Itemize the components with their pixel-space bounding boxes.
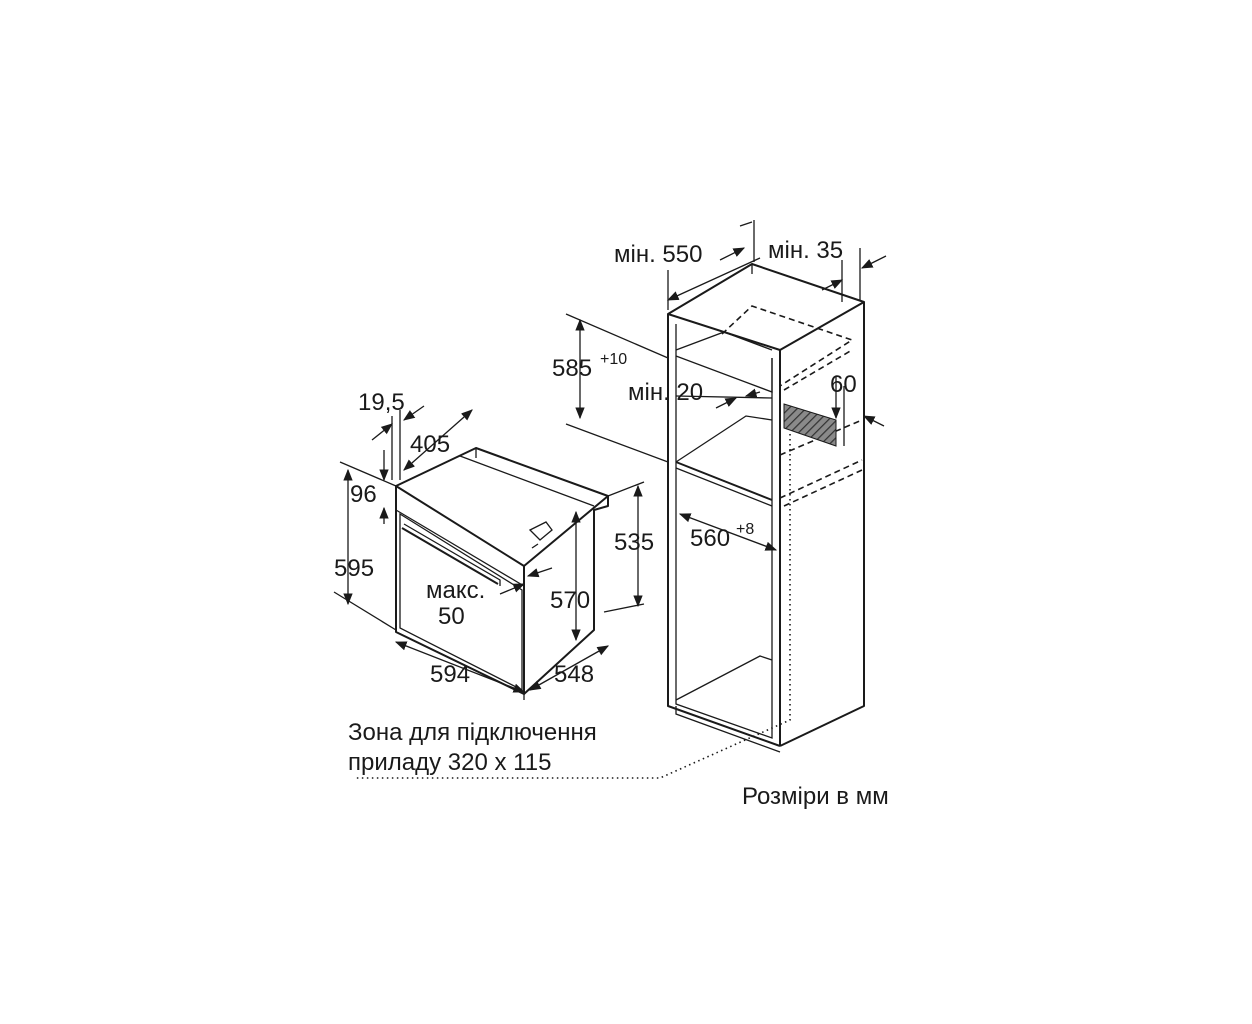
label-585-tolerance: +10 [600, 351, 627, 368]
label-560: 560 [690, 525, 730, 552]
label-405: 405 [410, 431, 450, 458]
oven-labels: 19,5 405 96 595 535 570 макс. 50 594 548 [334, 389, 654, 688]
label-594: 594 [430, 661, 470, 688]
cabinet-labels: мін. 550 мін. 35 585 +10 мін. 20 60 560 … [552, 237, 857, 552]
units-note: Розміри в мм [742, 783, 889, 810]
label-96: 96 [350, 481, 377, 508]
label-548: 548 [554, 661, 594, 688]
notes: Зона для підключення приладу 320 x 115 Р… [348, 719, 889, 810]
cabinet-dimension-lines [565, 220, 887, 551]
label-min-35: мін. 35 [768, 237, 843, 264]
cabinet-drawing [356, 263, 865, 779]
connection-zone-line2: приладу 320 x 115 [348, 749, 551, 776]
label-max: макс. [426, 577, 485, 604]
label-560-tolerance: +8 [736, 521, 754, 538]
label-min-20: мін. 20 [628, 379, 703, 406]
label-max-value: 50 [438, 603, 465, 630]
label-595: 595 [334, 555, 374, 582]
label-60: 60 [830, 371, 857, 398]
label-19-5: 19,5 [358, 389, 405, 416]
label-535: 535 [614, 529, 654, 556]
oven-dimension-lines [333, 405, 645, 700]
connection-zone-line1: Зона для підключення [348, 719, 597, 746]
label-585: 585 [552, 355, 592, 382]
label-min-550: мін. 550 [614, 241, 702, 268]
label-570: 570 [550, 587, 590, 614]
